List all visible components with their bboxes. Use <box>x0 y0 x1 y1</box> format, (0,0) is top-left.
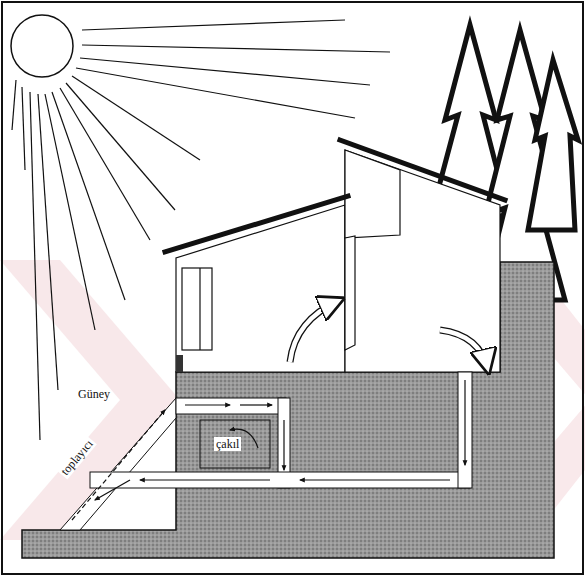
part-label: çakıl <box>214 437 241 451</box>
warm-air-arrow-inner <box>290 300 340 362</box>
wall-base <box>176 355 183 372</box>
sun <box>11 15 73 77</box>
warm-air-arrow <box>290 300 340 362</box>
cool-air-arrow-inner <box>440 330 488 370</box>
ducts <box>60 372 472 530</box>
cool-air-arrow <box>440 330 488 370</box>
flow-arrows <box>72 380 465 520</box>
roofs <box>165 140 505 252</box>
gravel-bed <box>200 420 270 468</box>
house <box>176 150 500 372</box>
direction-label: Güney <box>78 388 110 400</box>
